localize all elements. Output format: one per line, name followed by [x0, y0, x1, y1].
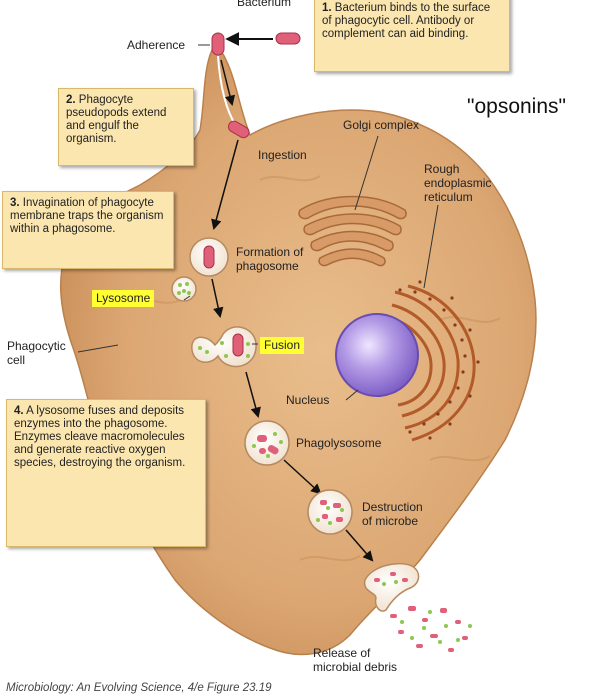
bacterium-in-fusion: [232, 333, 244, 357]
label-lysosome: Lysosome: [92, 290, 155, 307]
step-1-text: Bacterium binds to the surface of phagoc…: [322, 2, 491, 40]
step-1-box: 1. Bacterium binds to the surface of pha…: [314, 0, 510, 72]
bacterium-free: [275, 32, 301, 45]
step-2-box: 2. Phagocyte pseudopods extend and engul…: [58, 88, 194, 166]
leader-lines: [77, 135, 439, 401]
label-phagolysosome: Phagolysosome: [296, 436, 382, 450]
label-nucleus: Nucleus: [286, 393, 330, 407]
ribosomes: [398, 280, 480, 440]
label-destruction-of-microbe: Destruction of microbe: [362, 500, 423, 528]
phagolysosome: [244, 420, 290, 466]
label-phagocytic-cell: Phagocytic cell: [7, 339, 66, 367]
nucleus: [335, 313, 419, 397]
step-4-box: 4. A lysosome fuses and deposits enzymes…: [6, 399, 206, 547]
arrow-to-fusion: [211, 278, 224, 319]
bacterium-in-phagosome: [203, 245, 215, 269]
step-4-number: 4.: [14, 405, 24, 417]
label-fusion: Fusion: [260, 337, 305, 354]
lysosome-enzymes: [177, 282, 191, 295]
exocytosis-vesicle: [363, 562, 420, 612]
phagolysosome-contents: [252, 432, 283, 458]
step-3-text: Invagination of phagocyte membrane traps…: [10, 197, 164, 235]
step-3-number: 3.: [10, 197, 20, 209]
destruction-vesicle: [307, 489, 353, 535]
step-2-number: 2.: [66, 94, 76, 106]
step-2-text: Phagocyte pseudopods extend and engulf t…: [66, 94, 167, 145]
golgi-complex: [298, 195, 407, 267]
released-microbial-debris: [390, 606, 472, 652]
step-1-number: 1.: [322, 2, 332, 14]
step-3-box: 3. Invagination of phagocyte membrane tr…: [2, 191, 174, 269]
bacterium-engulfed: [227, 120, 250, 139]
label-release-of-debris: Release of microbial debris: [313, 646, 398, 674]
opsonins-annotation: "opsonins": [467, 95, 566, 118]
label-rough-er: Rough endoplasmic reticulum: [424, 162, 492, 204]
label-formation-of-phagosome: Formation of phagosome: [236, 245, 304, 273]
fusion-enzymes: [198, 341, 250, 358]
figure-caption: Microbiology: An Evolving Science, 4/e F…: [6, 682, 272, 694]
arrow-ingestion: [211, 139, 239, 231]
bacterium-adhering: [211, 32, 225, 56]
step-4-text: A lysosome fuses and deposits enzymes in…: [14, 405, 186, 469]
arrow-to-destruction: [283, 459, 322, 495]
destroyed-microbe-fragments: [316, 500, 344, 525]
label-golgi-complex: Golgi complex: [343, 118, 420, 132]
arrow-engulf: [220, 59, 236, 107]
debris-inside: [374, 572, 408, 586]
arrow-to-phagolysosome: [245, 371, 261, 419]
label-adherence: Adherence: [127, 38, 186, 52]
arrow-to-release: [345, 529, 374, 562]
label-ingestion: Ingestion: [258, 148, 307, 162]
label-bacterium: Bacterium: [237, 0, 292, 9]
